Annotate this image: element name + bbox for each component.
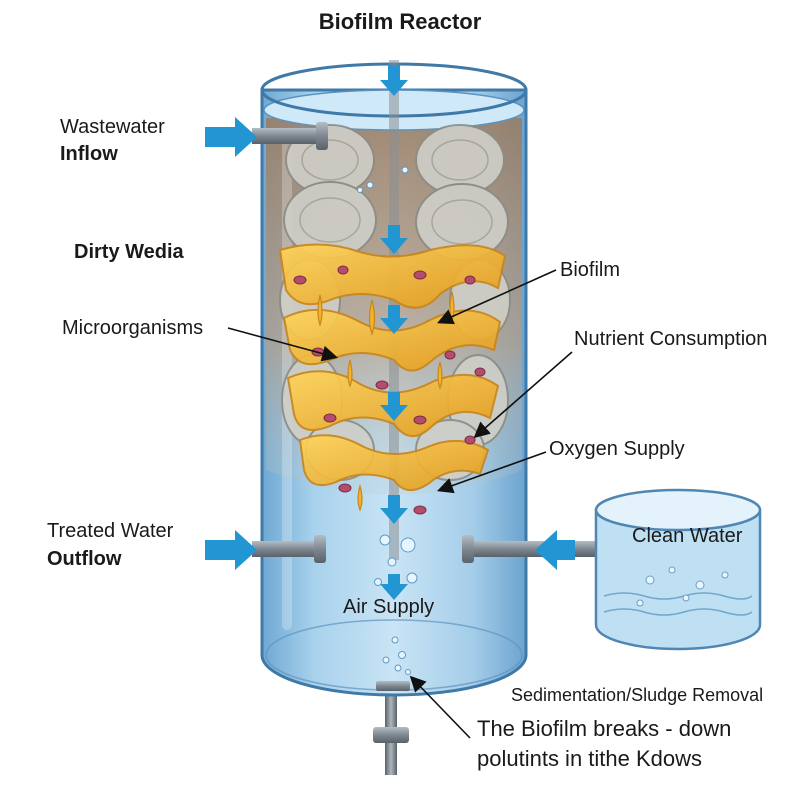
downflow-arrows — [380, 65, 408, 600]
clean-water-container — [594, 488, 762, 651]
clean-water-arrow — [535, 530, 575, 570]
air-diffuser — [376, 681, 410, 691]
outflow-label-line1: Treated Water — [47, 520, 174, 542]
nutrient-consumption-label: Nutrient Consumption — [574, 328, 768, 350]
inflow-arrow — [205, 117, 257, 157]
air-supply-label: Air Supply — [343, 596, 435, 618]
outflow-label-line2: Outflow — [47, 548, 122, 570]
inflow-label-line1: Wastewater — [60, 116, 165, 138]
drain-pipe — [373, 695, 409, 775]
inflow-pipe — [252, 122, 328, 150]
air-bubbles — [357, 166, 418, 675]
inflow-label-line2: Inflow — [60, 143, 118, 165]
media-label: Dirty Wedia — [74, 241, 184, 263]
outflow-pipe — [252, 535, 326, 563]
pointer-lines — [227, 269, 573, 739]
breakdown-caption-line2: polutints in tithe Kdows — [477, 746, 703, 771]
outflow-arrow — [205, 530, 257, 570]
microorganisms-cluster — [293, 265, 486, 515]
oxygen-supply-label: Oxygen Supply — [549, 438, 685, 460]
diagram-title: Biofilm Reactor — [318, 9, 482, 34]
microorganisms-label: Microorganisms — [62, 317, 204, 339]
breakdown-caption-line1: The Biofilm breaks - down — [477, 716, 732, 741]
clean-water-label: Clean Water — [632, 525, 743, 547]
sedimentation-label: Sedimentation/Sludge Removal — [511, 685, 764, 705]
biofilm-label: Biofilm — [560, 259, 621, 281]
